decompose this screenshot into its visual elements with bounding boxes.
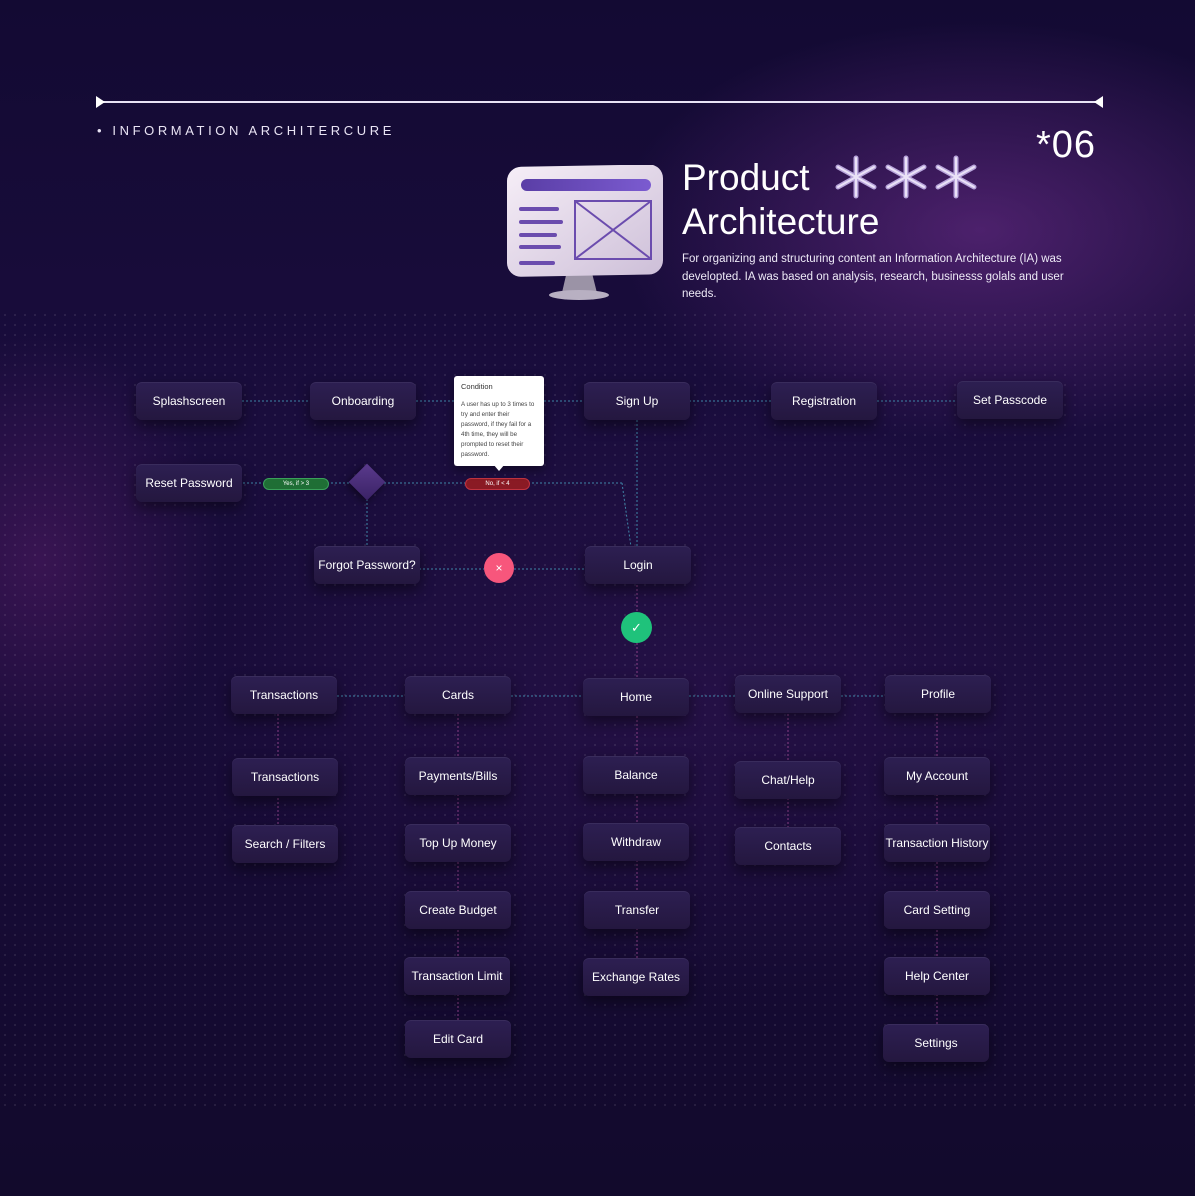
asterisk-star-icon xyxy=(835,155,877,199)
node-registration: Registration xyxy=(771,382,877,420)
divider-arrow-right-icon xyxy=(1094,96,1103,108)
node-balance: Balance xyxy=(583,756,689,794)
check-icon: ✓ xyxy=(621,612,652,643)
condition-tooltip: Condition A user has up to 3 times to tr… xyxy=(454,376,544,471)
node-contacts: Contacts xyxy=(735,827,841,865)
node-transaction-history: Transaction History xyxy=(884,824,990,862)
node-home: Home xyxy=(583,678,689,716)
node-profile: Profile xyxy=(885,675,991,713)
page-title: Product Architecture xyxy=(682,156,879,244)
node-reset-password: Reset Password xyxy=(136,464,242,502)
page-description: For organizing and structuring content a… xyxy=(682,253,1064,300)
condition-title: Condition xyxy=(461,382,493,391)
node-create-budget: Create Budget xyxy=(405,891,511,929)
section-number: *06 xyxy=(1036,124,1097,166)
divider-arrow-left-icon xyxy=(96,96,105,108)
node-edit-card: Edit Card xyxy=(405,1020,511,1058)
node-set-passcode: Set Passcode xyxy=(957,381,1063,419)
asterisk-star-icon xyxy=(935,155,977,199)
asterisk-star-icon xyxy=(885,155,927,199)
node-payments-bills: Payments/Bills xyxy=(405,757,511,795)
node-login: Login xyxy=(585,546,691,584)
no-condition-pill: No, if < 4 xyxy=(465,478,530,490)
tooltip-tail xyxy=(493,464,505,471)
node-online-support: Online Support xyxy=(735,675,841,713)
title-line-1: Product xyxy=(682,157,810,198)
node-top-up-money: Top Up Money xyxy=(405,824,511,862)
node-transaction-limit: Transaction Limit xyxy=(404,957,510,995)
node-card-setting: Card Setting xyxy=(884,891,990,929)
monitor-illustration-icon xyxy=(507,165,663,300)
section-label: • INFORMATION ARCHITERCURE xyxy=(97,123,395,138)
title-line-2: Architecture xyxy=(682,201,880,242)
top-divider-line xyxy=(100,101,1100,103)
node-transactions-list: Transactions xyxy=(232,758,338,796)
node-search-filters: Search / Filters xyxy=(232,825,338,863)
condition-text: A user has up to 3 times to try and ente… xyxy=(461,401,535,458)
node-transactions: Transactions xyxy=(231,676,337,714)
node-my-account: My Account xyxy=(884,757,990,795)
node-settings: Settings xyxy=(883,1024,989,1062)
node-forgot-password: Forgot Password? xyxy=(314,546,420,584)
node-help-center: Help Center xyxy=(884,957,990,995)
node-transfer: Transfer xyxy=(584,891,690,929)
node-withdraw: Withdraw xyxy=(583,823,689,861)
node-cards: Cards xyxy=(405,676,511,714)
node-exchange-rates: Exchange Rates xyxy=(583,958,689,996)
node-chat-help: Chat/Help xyxy=(735,761,841,799)
node-sign-up: Sign Up xyxy=(584,382,690,420)
node-splashscreen: Splashscreen xyxy=(136,382,242,420)
yes-condition-pill: Yes, if > 3 xyxy=(263,478,329,490)
node-onboarding: Onboarding xyxy=(310,382,416,420)
close-icon: × xyxy=(484,553,514,583)
